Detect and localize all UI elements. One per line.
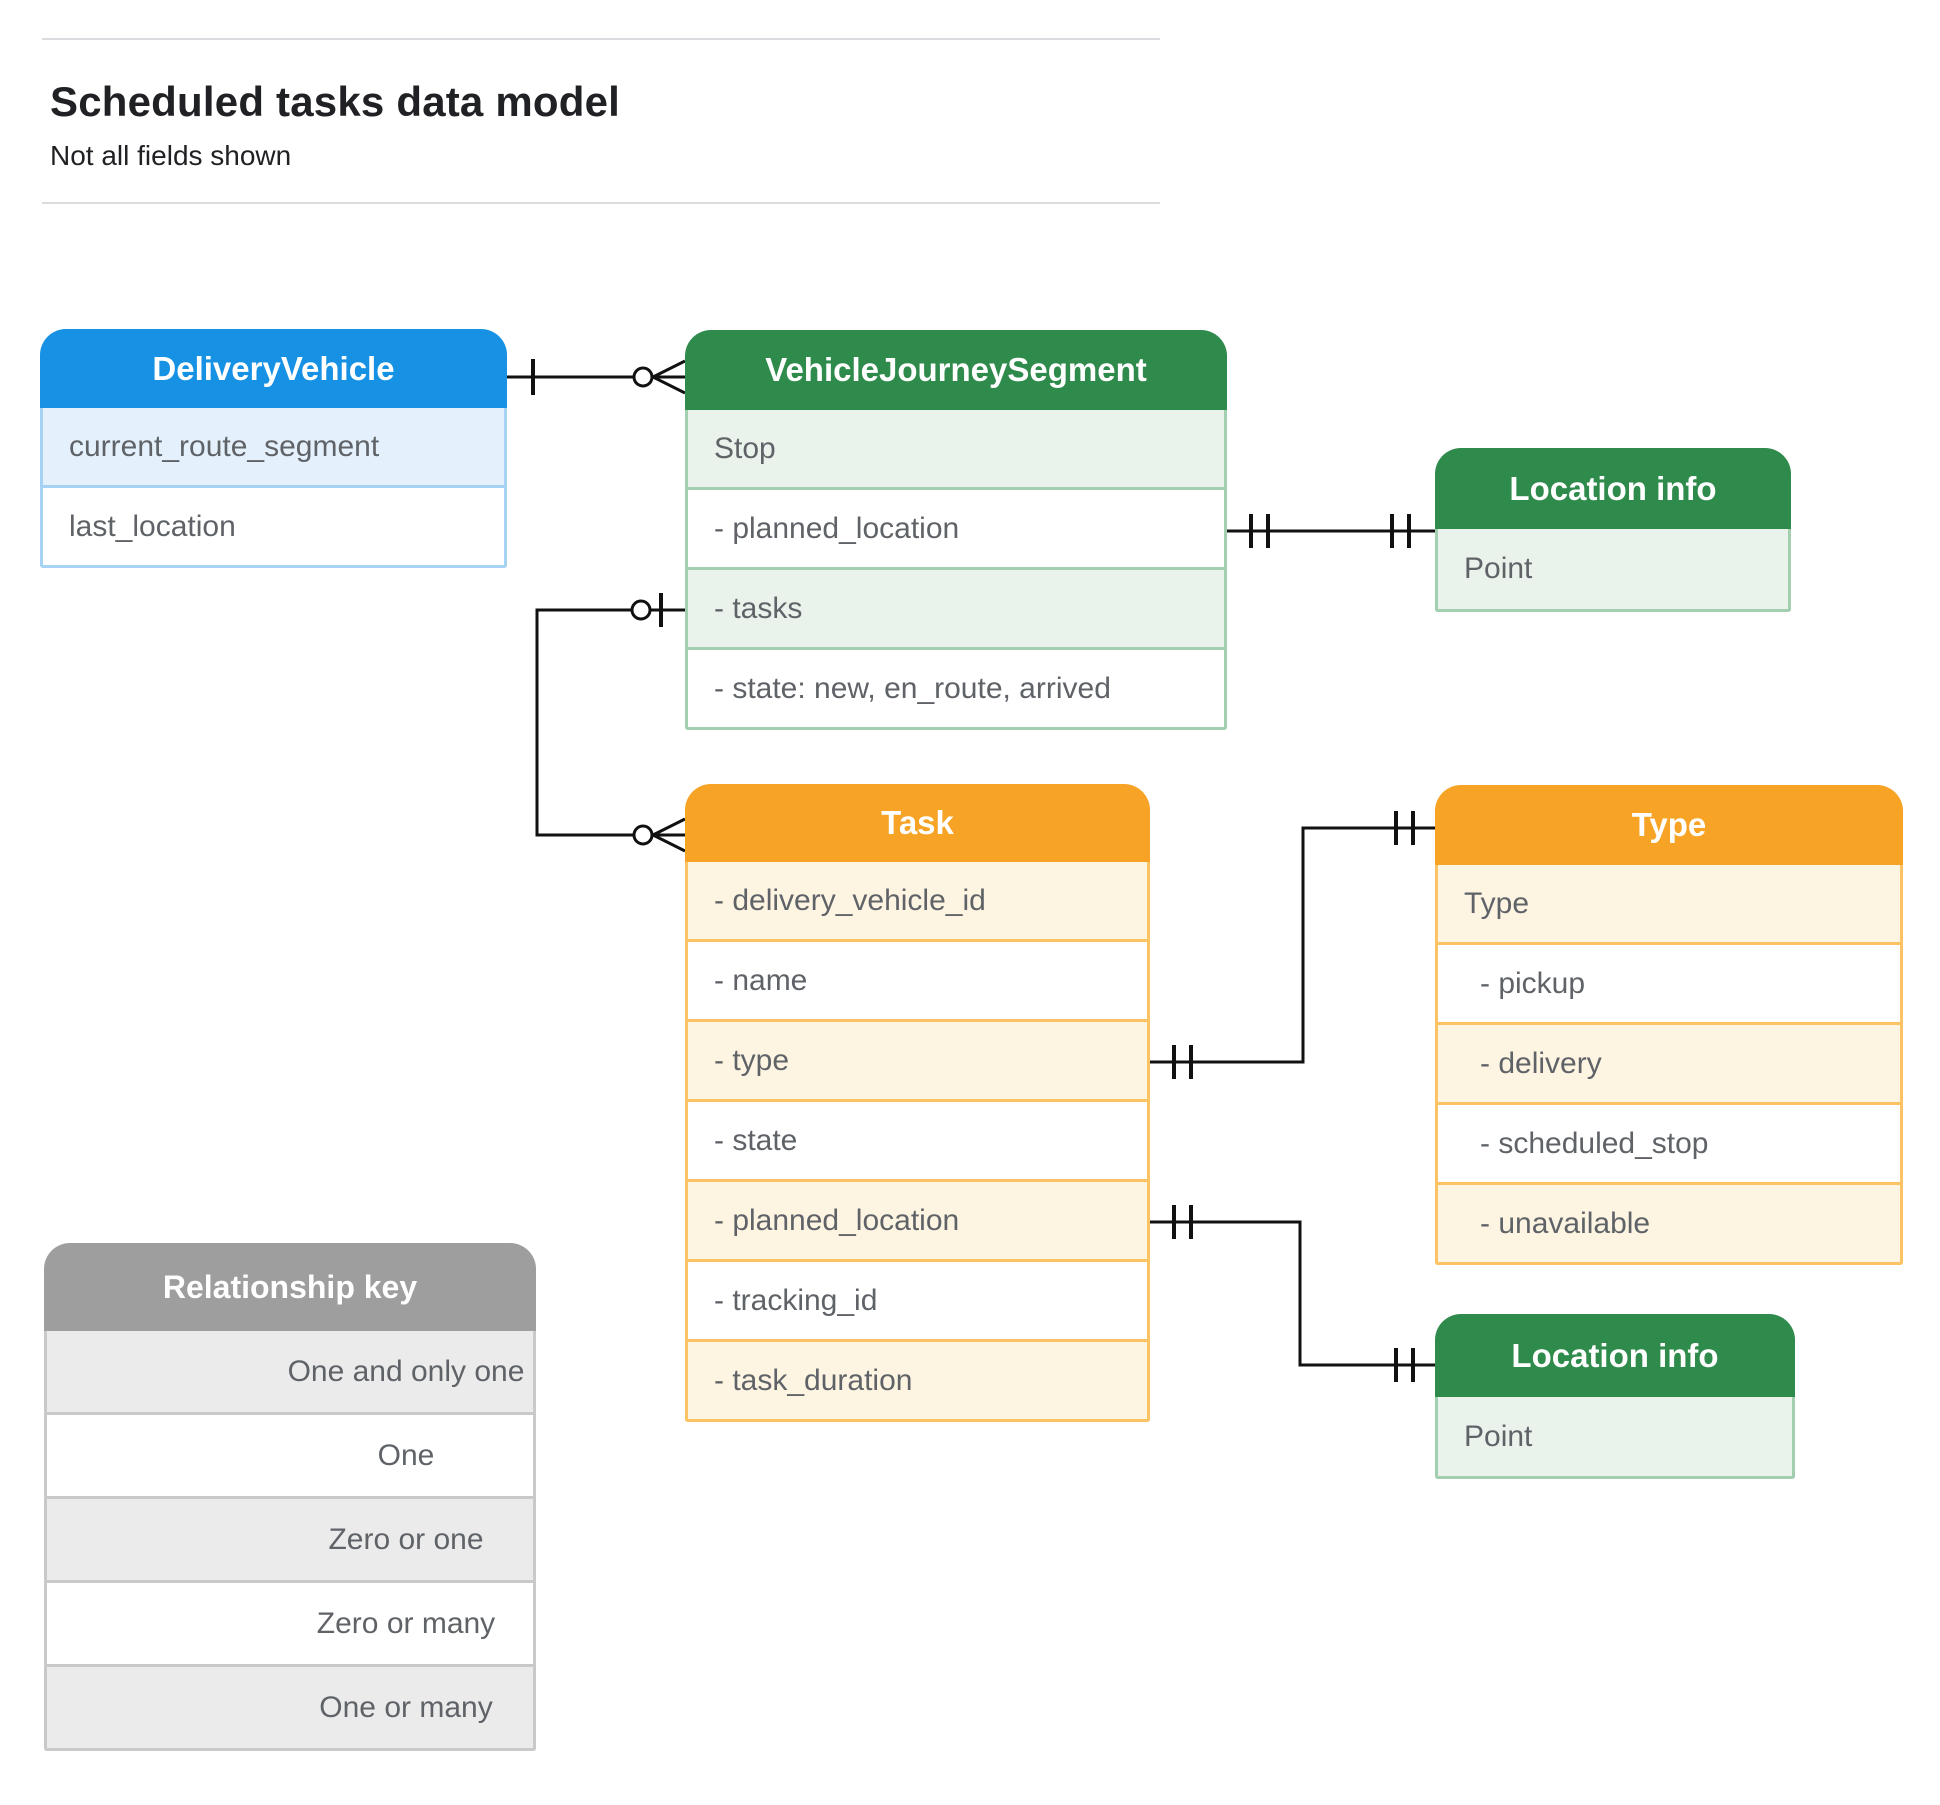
field-current-route-segment: current_route_segment xyxy=(43,408,504,485)
legend-label: One and only one xyxy=(287,1354,525,1388)
legend-item-one-and-only-one: One and only one xyxy=(47,1331,533,1412)
page-title: Scheduled tasks data model xyxy=(50,78,621,125)
entity-location-info-bottom-header: Location info xyxy=(1435,1314,1795,1397)
legend-label: One or many xyxy=(319,1690,493,1724)
field-point: Point xyxy=(1438,529,1788,609)
entity-task: Task - delivery_vehicle_id - name - type… xyxy=(685,784,1150,1422)
field-task-duration: - task_duration xyxy=(688,1339,1147,1419)
rel-deliveryvehicle-vehiclejourneysegment xyxy=(507,359,686,395)
field-delivery-vehicle-id: - delivery_vehicle_id xyxy=(688,862,1147,939)
relationship-key: Relationship key One and only one One Ze… xyxy=(44,1243,536,1751)
rel-task-type xyxy=(1150,811,1436,1079)
entity-type: Type Type - pickup - delivery - schedule… xyxy=(1435,785,1903,1265)
entity-location-info-top-header: Location info xyxy=(1435,448,1791,529)
field-state: - state xyxy=(688,1099,1147,1179)
field-tasks: - tasks xyxy=(688,567,1224,647)
legend-label: Zero or many xyxy=(316,1606,496,1640)
legend-item-zero-or-one: Zero or one xyxy=(47,1496,533,1580)
title-bottom-rule xyxy=(42,202,1160,204)
legend-item-one-or-many: One or many xyxy=(47,1664,533,1748)
top-rule xyxy=(42,38,1160,40)
field-delivery: - delivery xyxy=(1438,1022,1900,1102)
field-pickup: - pickup xyxy=(1438,942,1900,1022)
rel-vehiclejourneysegment-task xyxy=(535,593,686,853)
field-tracking-id: - tracking_id xyxy=(688,1259,1147,1339)
legend-item-one: One xyxy=(47,1412,533,1496)
field-state: - state: new, en_route, arrived xyxy=(688,647,1224,727)
field-stop: Stop xyxy=(688,410,1224,487)
field-planned-location: - planned_location xyxy=(688,1179,1147,1259)
field-name: - name xyxy=(688,939,1147,1019)
rel-task-locationinfo xyxy=(1150,1205,1436,1382)
field-unavailable: - unavailable xyxy=(1438,1182,1900,1262)
field-planned-location: - planned_location xyxy=(688,487,1224,567)
field-type-title: Type xyxy=(1438,865,1900,942)
entity-delivery-vehicle: DeliveryVehicle current_route_segment la… xyxy=(40,329,507,568)
entity-location-info-bottom: Location info Point xyxy=(1435,1314,1795,1479)
relationship-key-header: Relationship key xyxy=(44,1243,536,1331)
field-point: Point xyxy=(1438,1397,1792,1476)
entity-delivery-vehicle-header: DeliveryVehicle xyxy=(40,329,507,408)
legend-label: Zero or one xyxy=(328,1522,484,1556)
entity-location-info-top: Location info Point xyxy=(1435,448,1791,612)
field-scheduled-stop: - scheduled_stop xyxy=(1438,1102,1900,1182)
entity-vehicle-journey-segment: VehicleJourneySegment Stop - planned_loc… xyxy=(685,330,1227,730)
legend-item-zero-or-many: Zero or many xyxy=(47,1580,533,1664)
entity-vehicle-journey-segment-header: VehicleJourneySegment xyxy=(685,330,1227,410)
field-type: - type xyxy=(688,1019,1147,1099)
legend-label: One xyxy=(377,1438,435,1472)
field-last-location: last_location xyxy=(43,485,504,565)
entity-type-header: Type xyxy=(1435,785,1903,865)
rel-vehiclejourneysegment-locationinfo xyxy=(1227,514,1436,548)
page-subtitle: Not all fields shown xyxy=(50,140,292,171)
entity-task-header: Task xyxy=(685,784,1150,862)
